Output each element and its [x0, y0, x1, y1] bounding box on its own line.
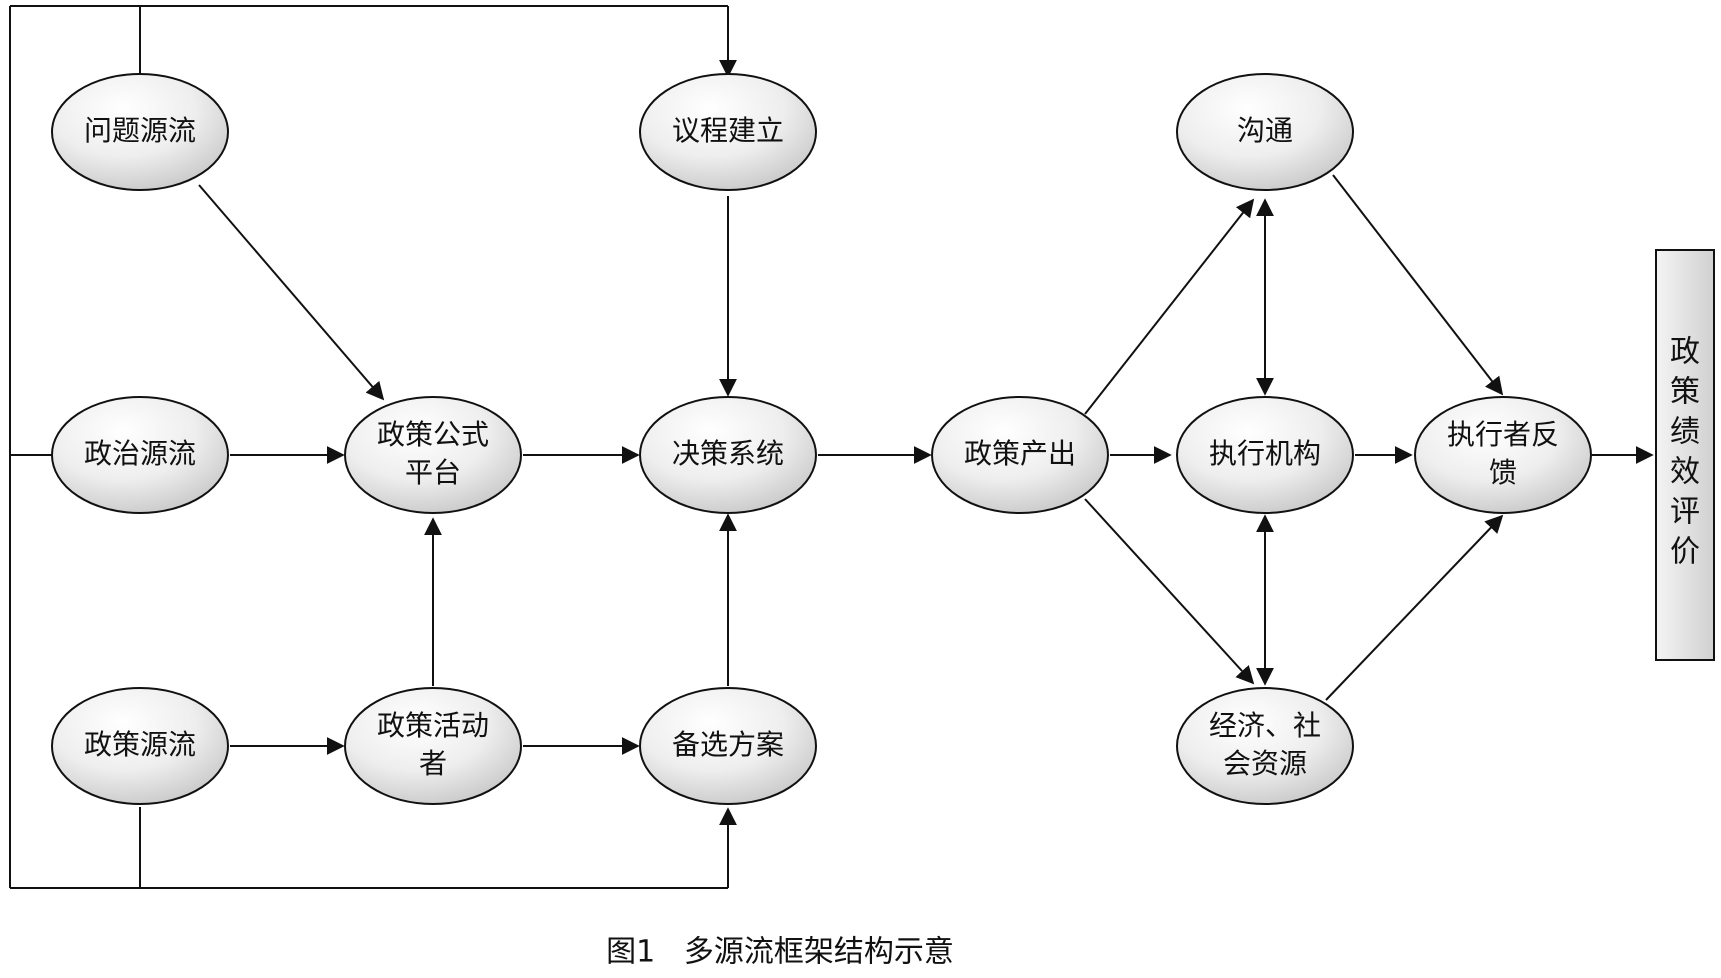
- edge-goutong-to-fankui: [1332, 174, 1504, 396]
- outer-frame: [9, 5, 737, 889]
- evaluation-char-6: 价: [1670, 535, 1700, 570]
- node-fankui: 执行者反 馈: [1414, 396, 1592, 514]
- node-ziyuan: 经济、社 会资源: [1176, 687, 1354, 805]
- edge-wenti-to-gongshi: [198, 184, 385, 401]
- evaluation-char-5: 评: [1670, 495, 1700, 530]
- node-ziyuan-label-line1: 经济、社: [1209, 709, 1321, 742]
- edge-ziyuan-to-fankui: [1325, 514, 1504, 701]
- node-wenti-label: 问题源流: [84, 114, 196, 147]
- edge-chanchu-to-ziyuan: [1084, 498, 1255, 685]
- node-yicheng-label: 议程建立: [672, 114, 784, 147]
- evaluation-char-3: 绩: [1670, 415, 1700, 450]
- nodes: 问题源流 政治源流 政策源流 政策公式 平台 政策活动 者 议程建立 决策系统: [51, 73, 1592, 805]
- node-zhixing: 执行机构: [1176, 396, 1354, 514]
- node-juece-label: 决策系统: [672, 437, 784, 470]
- node-huodong-label-line2: 者: [419, 747, 447, 780]
- node-zhengzhi: 政治源流: [51, 396, 229, 514]
- node-goutong: 沟通: [1176, 73, 1354, 191]
- node-fankui-label-line2: 馈: [1489, 456, 1517, 489]
- node-huodong: 政策活动 者: [344, 687, 522, 805]
- node-chanchu: 政策产出: [931, 396, 1109, 514]
- node-zhengzhi-label: 政治源流: [84, 437, 196, 470]
- node-gongshi-label-line1: 政策公式: [377, 418, 489, 451]
- node-gongshi-label-line2: 平台: [405, 456, 461, 489]
- evaluation-char-1: 政: [1670, 335, 1700, 370]
- edge-chanchu-to-goutong: [1084, 198, 1255, 415]
- node-ziyuan-label-line2: 会资源: [1223, 747, 1307, 780]
- node-huodong-label-line1: 政策活动: [377, 709, 489, 742]
- node-zhixing-label: 执行机构: [1209, 437, 1321, 470]
- node-chanchu-label: 政策产出: [964, 437, 1076, 470]
- node-wenti: 问题源流: [51, 73, 229, 191]
- evaluation-box: 政 策 绩 效 评 价: [1655, 249, 1715, 661]
- node-beixuan: 备选方案: [639, 687, 817, 805]
- figure-caption: 图1 多源流框架结构示意: [606, 935, 954, 970]
- node-goutong-label: 沟通: [1237, 114, 1293, 147]
- evaluation-char-2: 策: [1670, 375, 1700, 410]
- node-juece: 决策系统: [639, 396, 817, 514]
- node-gongshi: 政策公式 平台: [344, 396, 522, 514]
- node-zhengce: 政策源流: [51, 687, 229, 805]
- evaluation-char-4: 效: [1670, 455, 1700, 490]
- node-zhengce-label: 政策源流: [84, 728, 196, 761]
- node-fankui-label-line1: 执行者反: [1447, 418, 1559, 451]
- node-beixuan-label: 备选方案: [672, 728, 784, 761]
- edges: [198, 174, 1654, 755]
- node-yicheng: 议程建立: [639, 73, 817, 191]
